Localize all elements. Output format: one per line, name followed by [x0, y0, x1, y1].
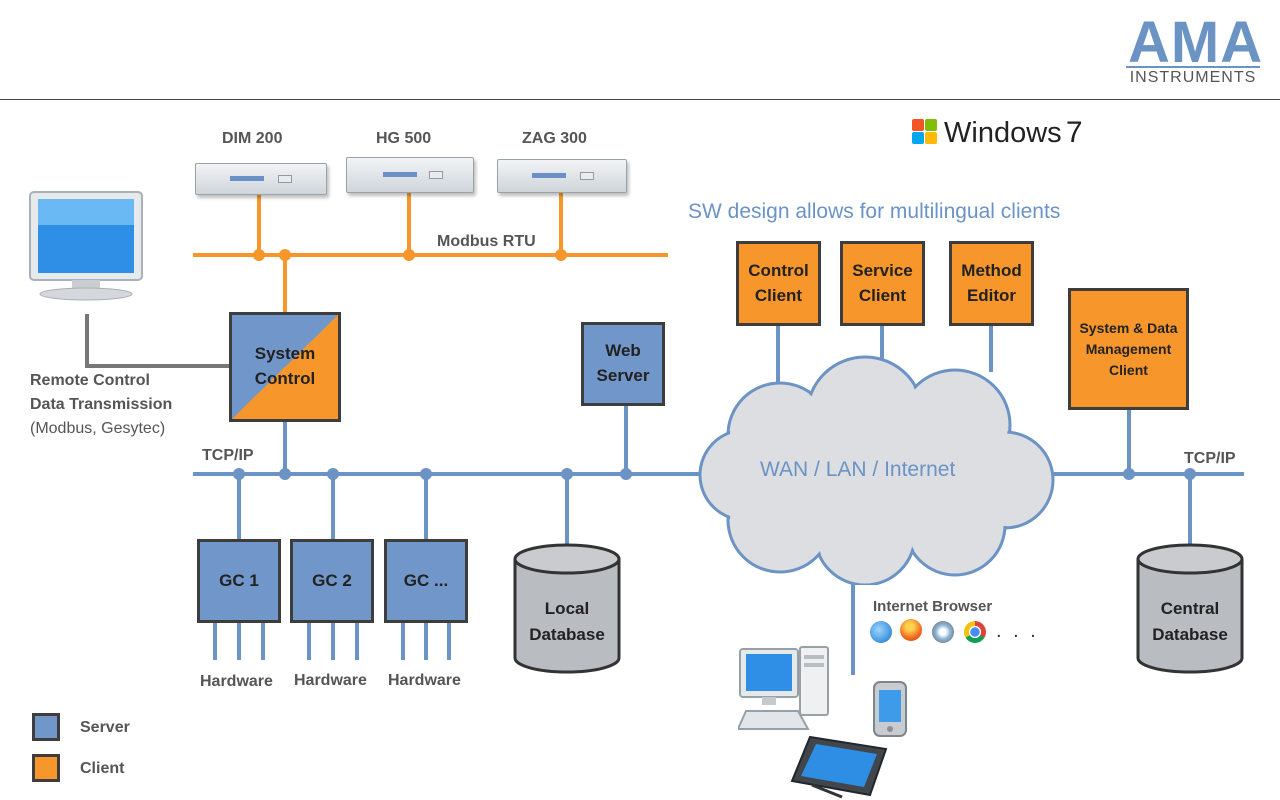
service-client-box: Service Client — [840, 241, 925, 326]
firefox-icon — [900, 619, 922, 641]
sdm-client-line2: Management — [1085, 340, 1172, 357]
device-dim200-icon — [195, 163, 327, 195]
tcpip-left-label: TCP/IP — [202, 447, 254, 464]
logo-sub: INSTRUMENTS — [1126, 66, 1260, 87]
gc-label-3: GC ... — [403, 570, 449, 590]
remote-line3: (Modbus, Gesytec) — [30, 420, 166, 437]
gc-label-2: GC 2 — [312, 570, 352, 590]
control-client-box: Control Client — [736, 241, 821, 326]
windows-label: Windows — [944, 117, 1062, 149]
database-cylinder-icon — [513, 543, 621, 674]
smartphone-icon — [873, 681, 907, 737]
more-browsers: . . . — [996, 620, 1039, 642]
method-editor-line1: Method — [961, 260, 1022, 280]
internet-browser-label: Internet Browser — [873, 598, 993, 615]
database-cylinder-icon — [1136, 543, 1244, 674]
logo-main: AMA — [1128, 10, 1264, 75]
tcpip-right-label: TCP/IP — [1184, 450, 1236, 467]
web-server-line2: Server — [596, 366, 650, 385]
central-db-line1: Central — [1160, 599, 1220, 618]
local-db-line1: Local — [544, 599, 590, 618]
device-label-dim200: DIM 200 — [222, 130, 283, 147]
system-control-box: System Control — [229, 312, 341, 422]
hardware-label-3: Hardware — [388, 672, 461, 689]
cloud-label: WAN / LAN / Internet — [760, 458, 956, 481]
web-server-line1: Web — [605, 341, 641, 361]
windows-version: 7 — [1065, 116, 1083, 149]
safari-icon — [932, 621, 954, 643]
legend-server-label: Server — [80, 719, 130, 736]
central-db-line2: Database — [1152, 624, 1228, 644]
web-server-box: Web Server — [581, 322, 665, 406]
modbus-label: Modbus RTU — [437, 233, 536, 250]
method-editor-box: Method Editor — [949, 241, 1034, 326]
system-control-line1: System — [254, 344, 316, 364]
gc-box-2: GC 2 — [290, 539, 374, 623]
device-zag300-icon — [497, 159, 627, 193]
method-editor-line2: Editor — [966, 285, 1017, 305]
windows-logo: Windows 7 — [912, 116, 1083, 149]
system-data-management-client-box: System & Data Management Client — [1068, 288, 1189, 410]
sdm-client-line3: Client — [1109, 361, 1148, 378]
hardware-label-1: Hardware — [200, 673, 273, 690]
network-cloud — [698, 355, 1055, 585]
local-database: Local Database — [512, 541, 622, 676]
device-label-hg500: HG 500 — [376, 130, 432, 147]
control-client-line2: Client — [754, 285, 803, 305]
gc-box-3: GC ... — [384, 539, 468, 623]
local-db-line2: Database — [529, 624, 605, 644]
gc-label-1: GC 1 — [219, 570, 259, 590]
gc-box-1: GC 1 — [197, 539, 281, 623]
hardware-label-2: Hardware — [294, 672, 367, 689]
desktop-computer-icon — [738, 646, 829, 730]
legend-client-label: Client — [80, 760, 125, 777]
header-divider — [0, 99, 1280, 100]
legend-server-swatch — [32, 713, 60, 741]
chrome-icon — [964, 621, 986, 643]
legend-client-swatch — [32, 754, 60, 782]
control-client-line1: Control — [748, 260, 809, 280]
sdm-client-line1: System & Data — [1079, 319, 1178, 336]
system-control-line2: Control — [254, 369, 316, 388]
remote-line1: Remote Control — [30, 372, 150, 389]
central-database: Central Database — [1135, 541, 1245, 676]
windows-flag-icon — [912, 119, 938, 145]
ie-icon — [870, 621, 892, 643]
service-client-line1: Service — [852, 260, 913, 280]
multilingual-note: SW design allows for multilingual client… — [688, 200, 1061, 223]
monitor-icon — [29, 191, 143, 301]
device-hg500-icon — [346, 157, 474, 193]
remote-line2: Data Transmission — [30, 396, 173, 413]
device-label-zag300: ZAG 300 — [522, 130, 587, 147]
tablet-icon — [790, 735, 888, 799]
service-client-line2: Client — [858, 285, 907, 305]
